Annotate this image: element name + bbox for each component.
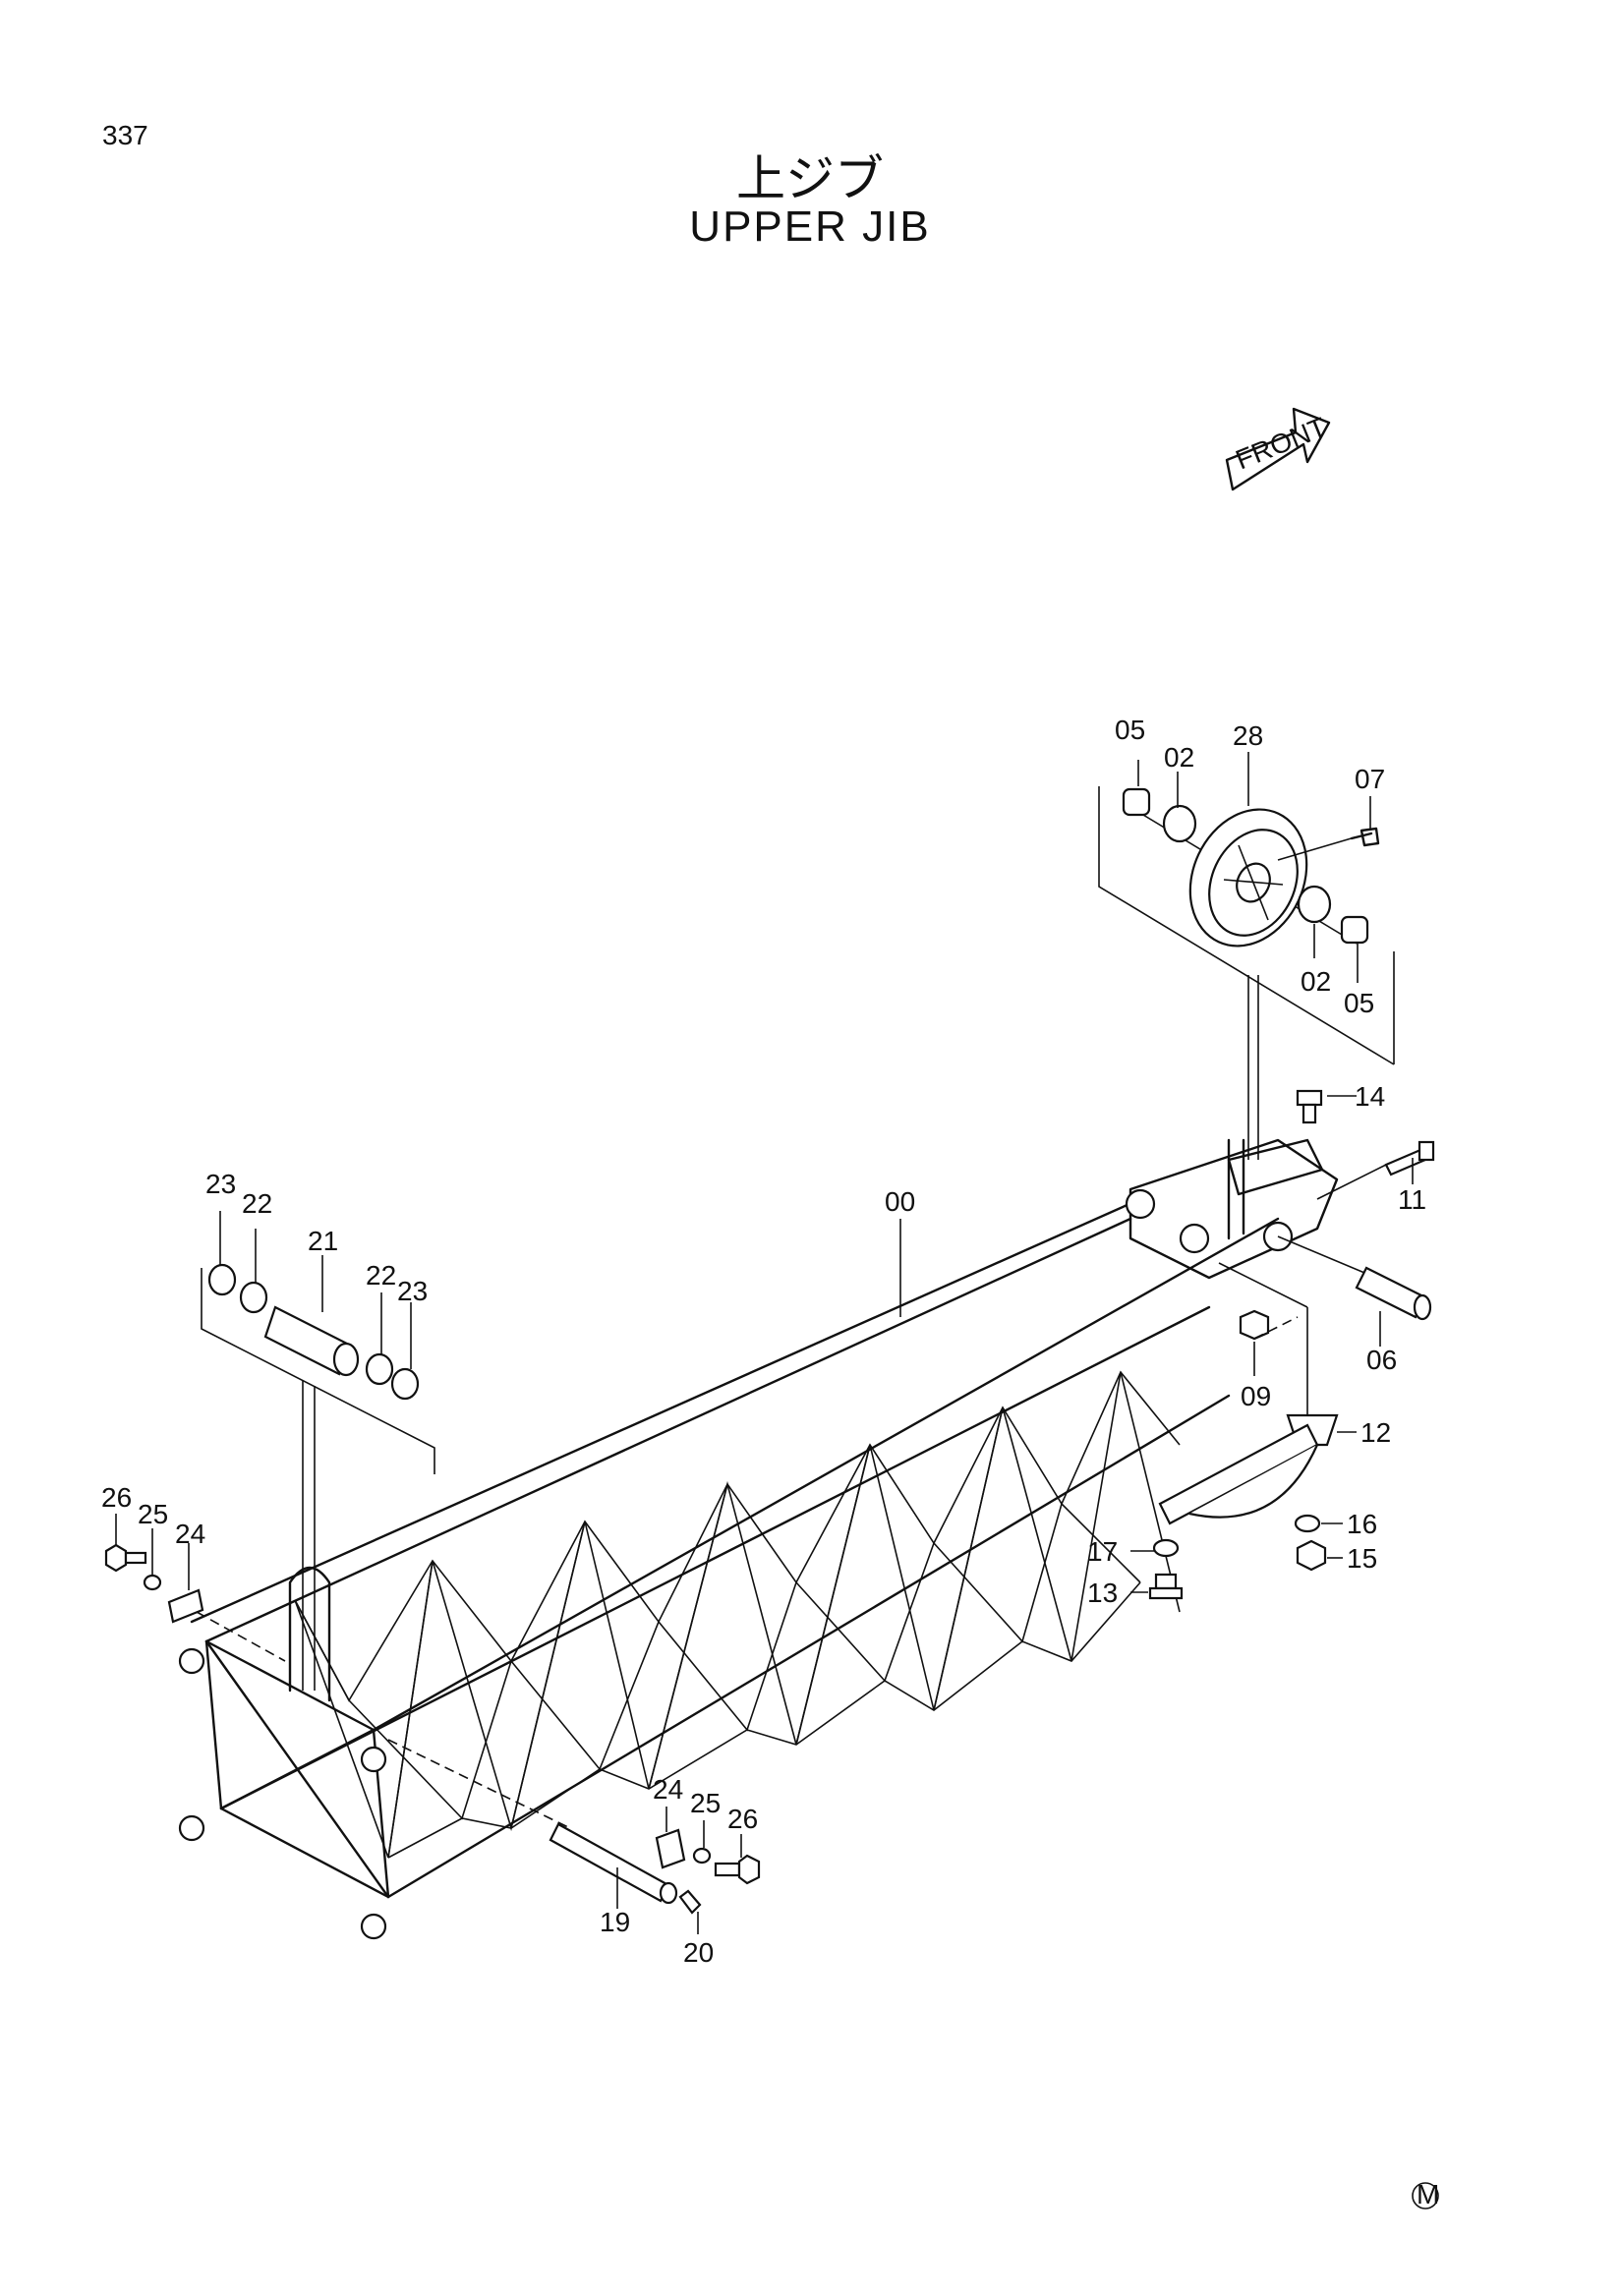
bushing-22-left-icon: [239, 1281, 268, 1314]
callout-26: 26: [727, 1804, 758, 1834]
washer-16-icon: [1294, 1514, 1321, 1533]
callout-24: 24: [653, 1774, 683, 1805]
front-label: FRONT: [1232, 412, 1331, 476]
callout-19: 19: [600, 1907, 630, 1937]
bearing-02-left-icon: [1162, 804, 1197, 843]
nut-09-icon: [1239, 1309, 1270, 1341]
washer-25-left-icon: [143, 1574, 162, 1591]
washer-23-right-icon: [390, 1367, 420, 1401]
nut-15-icon: [1296, 1539, 1327, 1572]
bracket-12-icon: [1158, 1262, 1339, 1525]
callout-22: 22: [366, 1260, 396, 1291]
callout-25: 25: [138, 1499, 168, 1529]
washer-17-icon: [1152, 1538, 1180, 1558]
callout-00: 00: [885, 1186, 915, 1217]
callout-24: 24: [175, 1519, 205, 1549]
bolt-11-icon: [1316, 1140, 1435, 1200]
callout-02: 02: [1164, 742, 1194, 773]
jib-lattice-frame: [178, 1138, 1339, 1940]
front-arrow-icon: FRONT: [1225, 407, 1331, 491]
callout-09: 09: [1241, 1381, 1271, 1411]
bearing-02-right-icon: [1297, 885, 1332, 924]
callout-02: 02: [1301, 966, 1331, 997]
sleeve-21-icon: [263, 1305, 351, 1376]
bushing-22-right-icon: [365, 1352, 394, 1386]
bolt-13-icon: [1148, 1573, 1184, 1600]
callout-25: 25: [690, 1788, 721, 1818]
callout-23: 23: [397, 1276, 428, 1306]
circled-m-mark-icon: M: [1412, 2179, 1439, 2210]
bolt-14-icon: [1296, 1089, 1357, 1124]
callout-leaders: [115, 752, 1414, 1934]
title-japanese: 上ジブ: [736, 150, 884, 207]
callout-14: 14: [1355, 1081, 1385, 1112]
callout-17: 17: [1087, 1536, 1118, 1567]
callout-12: 12: [1360, 1417, 1391, 1448]
pin-19-icon: [387, 1739, 678, 1905]
bolt-26-left-icon: [104, 1543, 147, 1573]
spacer-05-right-icon: [1340, 915, 1369, 945]
page-number: 337: [102, 120, 148, 150]
sheave-assembly: [1098, 786, 1395, 1160]
sheave-wheel-icon: [1188, 808, 1308, 947]
grease-nipple-20-icon: [678, 1889, 702, 1915]
callout-28: 28: [1233, 720, 1263, 751]
callout-26: 26: [101, 1482, 132, 1513]
callout-07: 07: [1355, 764, 1385, 794]
washer-25-bottom-icon: [692, 1847, 712, 1865]
callout-labels: 00 02 02 05 05 06 07 09 11 12 13 14 15 1…: [101, 715, 1426, 1968]
callout-23: 23: [205, 1169, 236, 1199]
plate-24-left-icon: [167, 1588, 204, 1624]
grease-nipple-07-icon: [1350, 827, 1380, 847]
callout-11: 11: [1398, 1184, 1426, 1215]
title-english: UPPER JIB: [689, 202, 931, 251]
bushing-group: [201, 1263, 435, 1691]
spacer-05-left-icon: [1122, 787, 1151, 817]
bolt-26-bottom-icon: [714, 1854, 761, 1885]
callout-21: 21: [308, 1226, 338, 1256]
callout-22: 22: [242, 1188, 272, 1219]
callout-16: 16: [1347, 1509, 1377, 1539]
callout-05: 05: [1115, 715, 1145, 745]
callout-06: 06: [1366, 1345, 1397, 1375]
washer-23-left-icon: [207, 1263, 237, 1296]
callout-05: 05: [1344, 988, 1374, 1018]
pin-06-icon: [1277, 1235, 1432, 1321]
callout-13: 13: [1087, 1578, 1118, 1608]
callout-20: 20: [683, 1937, 714, 1968]
plate-24-bottom-icon: [655, 1828, 686, 1869]
svg-text:M: M: [1417, 2179, 1439, 2210]
callout-15: 15: [1347, 1543, 1377, 1574]
